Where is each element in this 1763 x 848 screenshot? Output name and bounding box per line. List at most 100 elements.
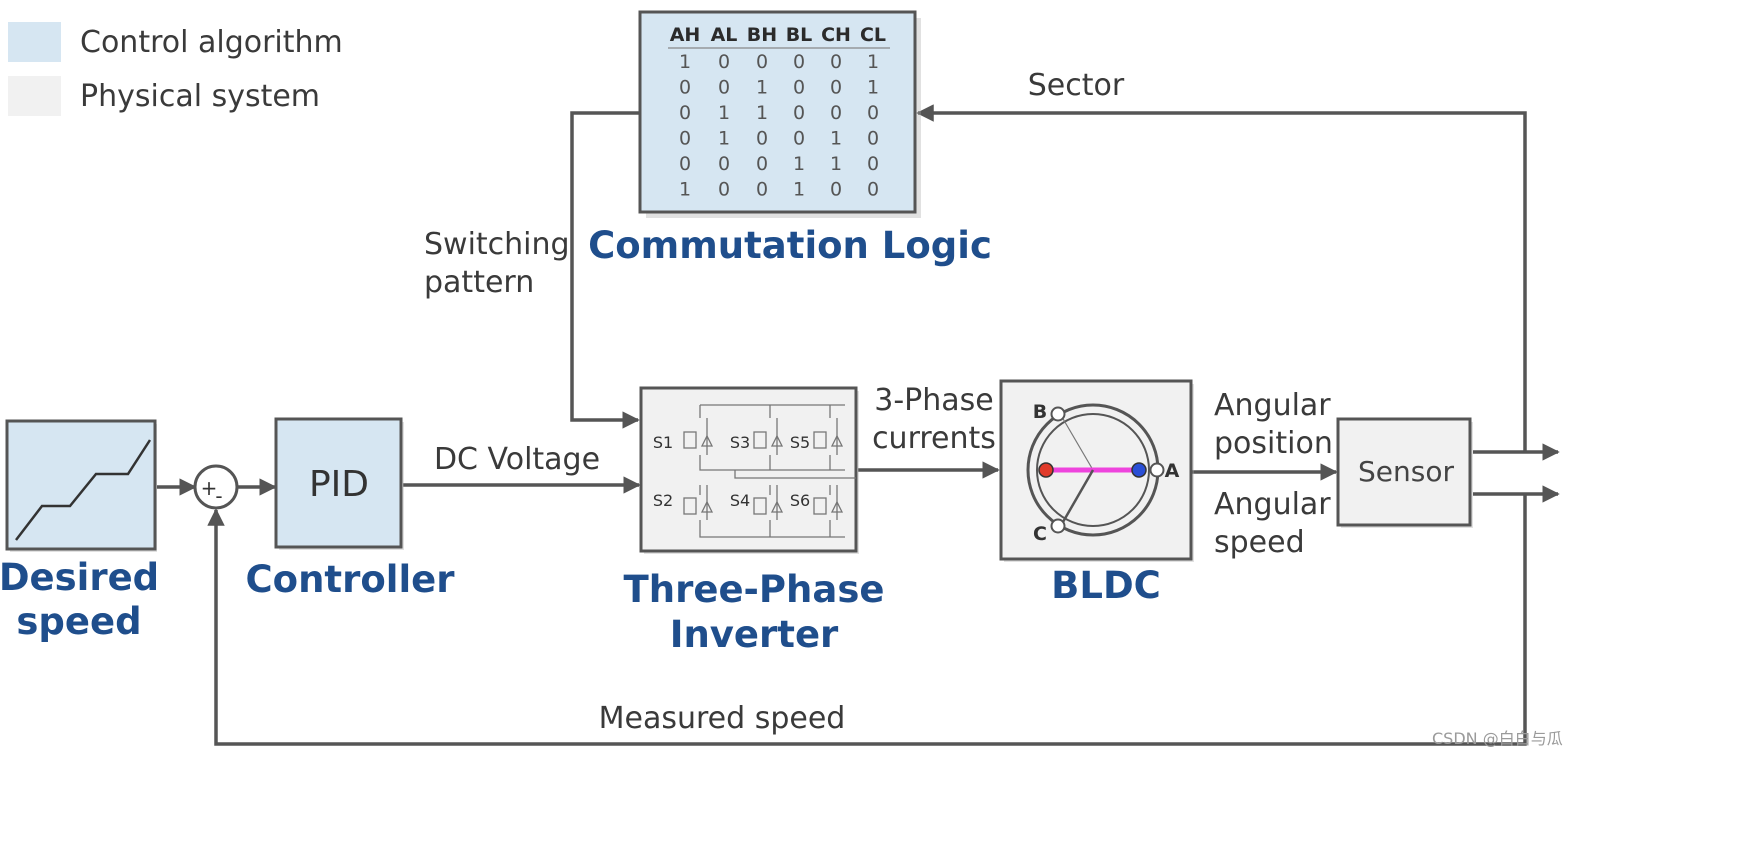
legend-swatch-physical: [8, 76, 61, 116]
angular-position-label-line2: position: [1214, 426, 1333, 461]
table-header-cell: BH: [747, 24, 777, 46]
sum-junction-circle: [193, 464, 239, 510]
table-cell: 0: [867, 179, 879, 201]
inverter-title-line2: Inverter: [670, 613, 839, 656]
angular-speed-label-line2: speed: [1214, 525, 1305, 560]
sum-minus-sign: -: [215, 484, 222, 508]
table-cell: 0: [756, 128, 768, 150]
table-cell: 1: [756, 77, 768, 99]
pid-label: PID: [309, 464, 369, 505]
legend-label-control: Control algorithm: [80, 25, 343, 60]
table-cell: 1: [867, 77, 879, 99]
sensor-frame: [1336, 417, 1472, 527]
desired-speed-title-line1: Desired: [0, 556, 159, 599]
table-cell: 0: [793, 77, 805, 99]
table-cell: 0: [718, 51, 730, 73]
currents-label-line2: currents: [872, 421, 996, 456]
wire-sector: [916, 104, 1527, 452]
legend: Control algorithm Physical system: [8, 22, 343, 116]
sensor-label: Sensor: [1358, 455, 1454, 488]
table-header-cell: CL: [860, 24, 886, 46]
wire-switching-pattern: [570, 111, 640, 429]
table-cell: 0: [830, 77, 842, 99]
table-cell: 0: [679, 128, 691, 150]
phase-a-label: A: [1165, 460, 1180, 482]
desired-speed-title-line2: speed: [16, 600, 141, 643]
table-cell: 1: [793, 179, 805, 201]
table-cell: 1: [679, 179, 691, 201]
table-cell: 0: [718, 153, 730, 175]
table-cell: 0: [867, 153, 879, 175]
table-cell: 0: [718, 179, 730, 201]
inverter-block: S1 S3 S5 S2 S4 S6 Three-Phase Inverter: [624, 386, 885, 656]
switch-label: S2: [653, 491, 673, 510]
commutation-logic-block: AH AL BH BL CH CL 1 0 0 0 0 1 0 0 1 0 0 1 0 1 1 0 0 0 0 1 0 0…: [588, 10, 992, 267]
switching-pattern-label-line1: Switching: [424, 227, 570, 262]
table-cell: 0: [756, 153, 768, 175]
watermark: CSDN @白白与瓜: [1432, 729, 1563, 748]
inverter-title-line1: Three-Phase: [624, 568, 885, 611]
commutation-table-header: AH AL BH BL CH CL: [668, 24, 890, 49]
desired-speed-block: Desired speed: [0, 419, 159, 643]
table-cell: 0: [679, 153, 691, 175]
switch-label: S6: [790, 491, 810, 510]
table-cell: 1: [830, 128, 842, 150]
table-cell: 1: [793, 153, 805, 175]
table-cell: 1: [830, 153, 842, 175]
table-cell: 1: [756, 102, 768, 124]
table-cell: 0: [793, 51, 805, 73]
wires: [157, 104, 1560, 746]
table-cell: 0: [679, 77, 691, 99]
table-cell: 0: [830, 179, 842, 201]
currents-label-line1: 3-Phase: [874, 383, 994, 418]
commutation-logic-title: Commutation Logic: [588, 224, 992, 267]
table-cell: 1: [718, 102, 730, 124]
table-cell: 1: [718, 128, 730, 150]
pid-frame: [274, 417, 403, 549]
staircase-icon: [15, 439, 152, 541]
table-cell: 0: [756, 51, 768, 73]
inverter-circuit-icon: [683, 404, 856, 538]
angular-speed-label-line1: Angular: [1214, 487, 1331, 522]
commutation-table-frame: [638, 10, 917, 214]
table-cell: 0: [867, 102, 879, 124]
rotor-pole-blue: [1131, 462, 1147, 478]
dc-voltage-label: DC Voltage: [434, 442, 600, 477]
table-cell: 0: [830, 51, 842, 73]
bldc-title: BLDC: [1051, 564, 1161, 607]
motor-icon: [1026, 403, 1165, 537]
sum-plus-sign: +: [201, 476, 218, 500]
sum-junction: + -: [193, 464, 239, 510]
switch-label: S3: [730, 433, 750, 452]
table-cell: 1: [867, 51, 879, 73]
switch-label: S5: [790, 433, 810, 452]
measured-speed-label: Measured speed: [599, 701, 846, 736]
switching-pattern-label-line2: pattern: [424, 265, 534, 300]
table-header-cell: AL: [711, 24, 738, 46]
table-header-cell: BL: [786, 24, 813, 46]
table-cell: 0: [793, 128, 805, 150]
sensor-block: Sensor: [1336, 417, 1473, 528]
controller-title: Controller: [246, 558, 456, 601]
signal-labels: DC Voltage 3-Phase currents Angular posi…: [424, 68, 1333, 736]
controller-block: PID Controller: [246, 417, 456, 601]
bldc-block: A B C BLDC: [999, 379, 1194, 607]
desired-speed-frame: [5, 419, 157, 551]
table-cell: 1: [679, 51, 691, 73]
legend-swatch-control: [8, 22, 61, 62]
phase-b-label: B: [1033, 401, 1047, 423]
rotor-pole-red: [1038, 462, 1054, 478]
wire-measured-speed: [207, 494, 1527, 746]
switch-label: S1: [653, 433, 673, 452]
table-header-cell: CH: [821, 24, 851, 46]
table-cell: 0: [793, 102, 805, 124]
table-cell: 0: [718, 77, 730, 99]
table-cell: 0: [679, 102, 691, 124]
phase-c-label: C: [1033, 523, 1047, 545]
sector-label: Sector: [1028, 68, 1125, 103]
switch-label: S4: [730, 491, 750, 510]
table-cell: 0: [867, 128, 879, 150]
legend-label-physical: Physical system: [80, 79, 320, 114]
